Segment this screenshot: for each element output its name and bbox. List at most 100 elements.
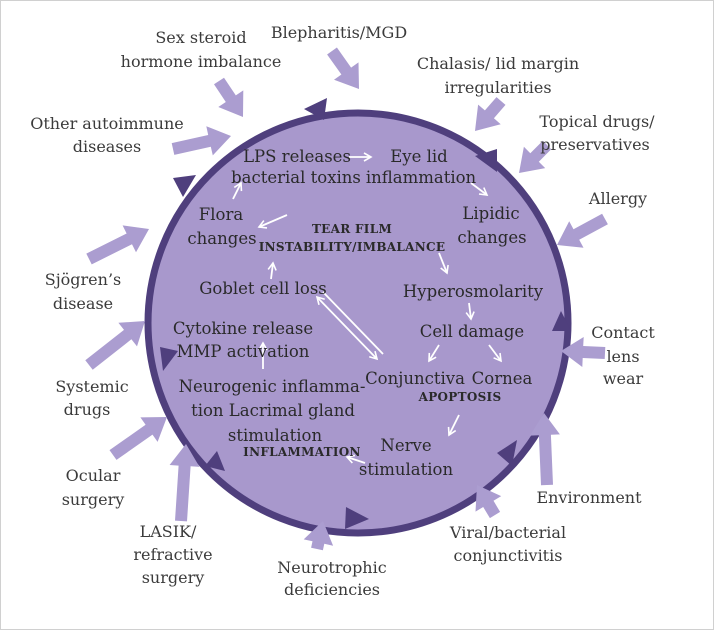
external-arrows	[85, 47, 608, 551]
svg-text:lens: lens	[606, 347, 639, 366]
arrow-allergy	[557, 213, 608, 248]
cycle-hyperosmolarity: Hyperosmolarity	[403, 282, 544, 301]
svg-text:changes: changes	[457, 228, 526, 247]
svg-text:diseases: diseases	[73, 137, 141, 156]
svg-text:wear: wear	[603, 369, 644, 388]
inner-arrows	[232, 152, 502, 464]
factor-topical-2: preservatives	[540, 135, 650, 154]
factor-autoimmune: Other autoimmune	[30, 114, 184, 133]
factor-sjogren: Sjögren’s	[45, 270, 122, 289]
svg-text:conjunctivitis: conjunctivitis	[454, 546, 563, 565]
rim-arrowheads	[160, 98, 571, 529]
factor-lasik-2: refractive	[133, 545, 212, 564]
rim-arrow-right	[552, 311, 571, 331]
factor-viral: Viral/bacterial	[449, 523, 566, 542]
arrow-cell-to-conjunctiva	[428, 344, 440, 363]
cycle-flora-2: changes	[187, 229, 256, 248]
factor-allergy: Allergy	[588, 189, 647, 208]
cycle-lipidic: Lipidic	[462, 204, 519, 223]
factor-sjogren-2: disease	[53, 294, 113, 313]
svg-text:hormone imbalance: hormone imbalance	[121, 52, 282, 71]
rim-arrow-bottomright	[497, 440, 517, 466]
cycle-lipidic-2: changes	[457, 228, 526, 247]
arrow-lasik	[169, 444, 200, 522]
factor-ocular: Ocular	[66, 466, 121, 485]
svg-text:APOPTOSIS: APOPTOSIS	[418, 390, 502, 404]
factor-lasik-3: surgery	[142, 568, 205, 587]
cycle-goblet: Goblet cell loss	[199, 279, 327, 298]
factor-ocular-2: surgery	[62, 490, 125, 509]
factor-chalasis-2: irregularities	[444, 78, 551, 97]
cycle-nerve: Nerve	[380, 436, 431, 455]
arrow-sjogren	[86, 225, 149, 265]
cycle-eyelid-2: inflammation	[366, 168, 477, 187]
arrow-cell-to-cornea	[488, 344, 502, 363]
svg-text:Hyperosmolarity: Hyperosmolarity	[403, 282, 544, 301]
center-labels: TEAR FILM INSTABILITY/IMBALANCE APOPTOSI…	[243, 222, 501, 459]
svg-text:tion Lacrimal gland: tion Lacrimal gland	[191, 401, 355, 420]
arrow-hyper-to-cell	[465, 302, 475, 321]
svg-text:deficiencies: deficiencies	[284, 580, 380, 599]
rim-arrow-topright	[475, 149, 497, 172]
factor-chalasis: Chalasis/ lid margin	[417, 54, 579, 73]
arrow-eyelid-to-lipidic	[470, 182, 489, 196]
svg-text:Goblet cell loss: Goblet cell loss	[199, 279, 327, 298]
cycle-lps: LPS releases	[243, 147, 351, 166]
factor-lasik: LASIK/	[140, 522, 197, 541]
svg-text:Conjunctiva: Conjunctiva	[365, 369, 465, 388]
arrow-neurotrophic	[303, 521, 334, 551]
arrow-goblet-to-flora	[257, 214, 288, 229]
svg-text:refractive: refractive	[133, 545, 212, 564]
cycle-cornea: Cornea	[472, 369, 533, 388]
arrow-viral	[475, 485, 502, 519]
arrow-contact	[561, 337, 606, 367]
svg-text:Nerve: Nerve	[380, 436, 431, 455]
svg-text:INSTABILITY/IMBALANCE: INSTABILITY/IMBALANCE	[259, 240, 446, 254]
svg-text:preservatives: preservatives	[540, 135, 650, 154]
center-title: TEAR FILM	[312, 222, 392, 236]
arrow-lipidic-to-hyper	[438, 252, 449, 275]
svg-text:Viral/bacterial: Viral/bacterial	[449, 523, 566, 542]
cycle-neurogenic-3: stimulation	[228, 426, 323, 445]
arrow-blepharitis	[327, 47, 359, 89]
rim-arrow-bottom	[345, 507, 369, 529]
svg-text:Sjögren’s: Sjögren’s	[45, 270, 122, 289]
arrow-systemic	[85, 321, 145, 370]
factor-sex-steroid: Sex steroid	[155, 28, 246, 47]
factor-neurotrophic: Neurotrophic	[277, 558, 386, 577]
svg-text:stimulation: stimulation	[359, 460, 454, 479]
rim-arrow-topleft	[173, 175, 196, 197]
factor-contact-2: lens	[606, 347, 639, 366]
svg-text:Allergy: Allergy	[588, 189, 647, 208]
svg-text:Cell damage: Cell damage	[420, 322, 524, 341]
svg-text:Cornea: Cornea	[472, 369, 533, 388]
factor-blepharitis: Blepharitis/MGD	[271, 23, 407, 42]
svg-text:Neurotrophic: Neurotrophic	[277, 558, 386, 577]
cycle-mmp: MMP activation	[177, 342, 310, 361]
arrow-topical	[519, 140, 552, 173]
svg-text:INFLAMMATION: INFLAMMATION	[243, 445, 361, 459]
factor-neurotrophic-2: deficiencies	[284, 580, 380, 599]
cycle-nerve-2: stimulation	[359, 460, 454, 479]
svg-text:Other autoimmune: Other autoimmune	[30, 114, 184, 133]
cycle-neurogenic: Neurogenic inflamma-	[179, 377, 366, 396]
factor-environment: Environment	[536, 488, 642, 507]
factor-viral-2: conjunctivitis	[454, 546, 563, 565]
svg-text:Topical drugs/: Topical drugs/	[539, 112, 655, 131]
svg-text:irregularities: irregularities	[444, 78, 551, 97]
apoptosis-label: APOPTOSIS	[418, 390, 502, 404]
svg-text:Lipidic: Lipidic	[462, 204, 519, 223]
svg-text:Sex steroid: Sex steroid	[155, 28, 246, 47]
svg-text:TEAR FILM: TEAR FILM	[312, 222, 392, 236]
svg-text:LASIK/: LASIK/	[140, 522, 197, 541]
arrow-nerve-to-inflammation	[345, 454, 366, 464]
cycle-eyelid: Eye lid	[390, 147, 448, 166]
factor-sex-steroid-2: hormone imbalance	[121, 52, 282, 71]
svg-text:Chalasis/ lid margin: Chalasis/ lid margin	[417, 54, 579, 73]
svg-text:Environment: Environment	[536, 488, 642, 507]
rim-arrow-top	[304, 98, 327, 120]
factor-systemic: Systemic	[55, 377, 128, 396]
svg-text:Eye lid: Eye lid	[390, 147, 448, 166]
